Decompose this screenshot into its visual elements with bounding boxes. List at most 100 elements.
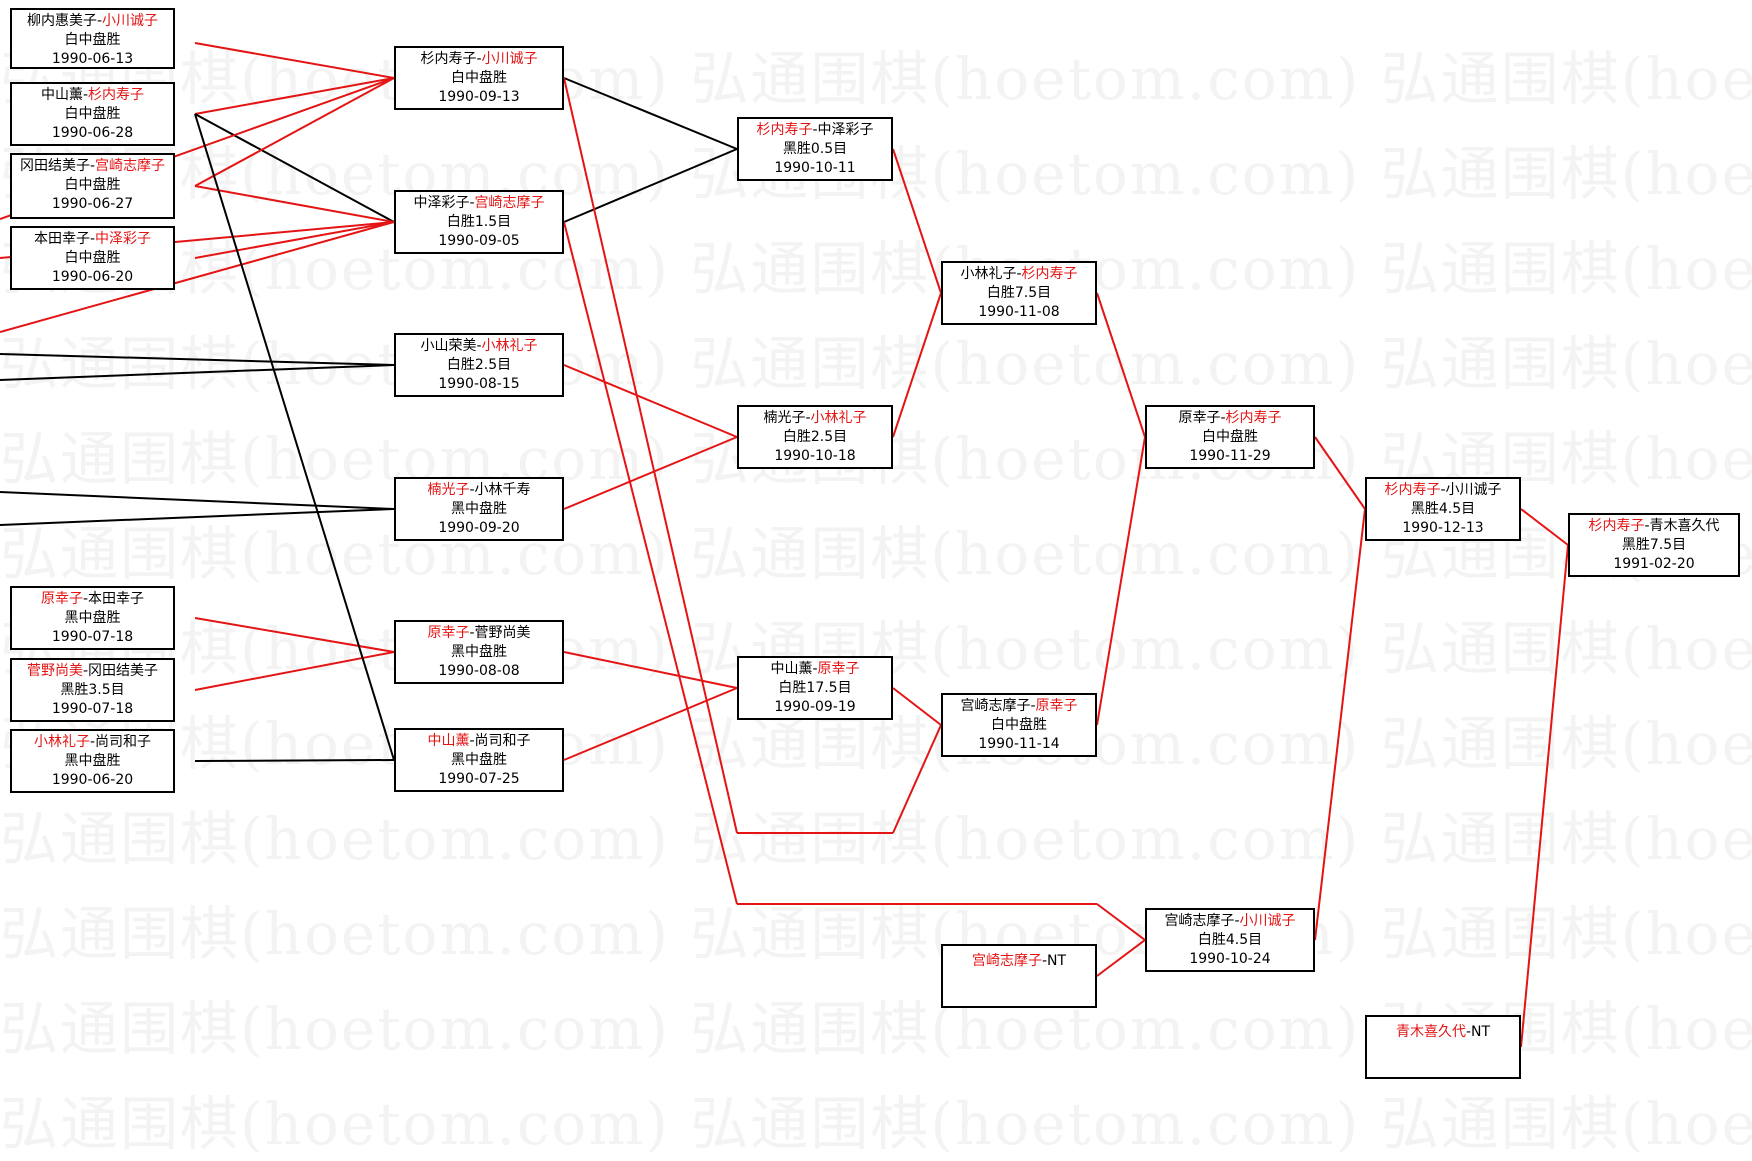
player-two: 杉内寿子 <box>88 87 145 103</box>
player-two: 尚司和子 <box>474 733 531 749</box>
match-players: 杉内寿子-小川诚子 <box>1384 482 1502 498</box>
player-two: 中泽彩子 <box>95 231 152 247</box>
player-two: 菅野尚美 <box>474 625 531 641</box>
player-one: 小山荣美 <box>420 338 477 354</box>
match-result: 白胜4.5目 <box>1197 932 1263 948</box>
match-players: 柳内惠美子-小川诚子 <box>26 13 159 29</box>
loser-connector <box>194 113 395 223</box>
match-box-r2-4: 楠光子-小林千寿黑中盘胜 1990-09-20 <box>394 477 564 541</box>
match-result: 黑中盘胜 <box>451 501 507 517</box>
winner-connector <box>194 42 395 79</box>
match-result: 黑中盘胜 <box>64 753 121 769</box>
match-result: 黑胜4.5目 <box>1410 501 1476 517</box>
winner-connector <box>194 185 395 223</box>
winner-connector <box>1520 544 1569 1048</box>
winner-connector <box>1096 939 1146 977</box>
match-players: 小山荣美-小林礼子 <box>420 338 538 354</box>
match-date: 1990-06-28 <box>51 125 134 141</box>
player-one: 小林礼子 <box>33 734 90 750</box>
loser-connector <box>563 77 738 150</box>
match-result: 黑胜7.5目 <box>1621 537 1687 553</box>
player-two: 冈田结美子 <box>88 663 159 679</box>
match-result: 黑胜0.5目 <box>782 141 848 157</box>
match-result: 白中盘胜 <box>64 106 121 122</box>
player-two: 杉内寿子 <box>1225 410 1282 426</box>
match-result: 白胜17.5目 <box>778 680 852 696</box>
match-result: 白中盘胜 <box>991 717 1047 733</box>
player-two: 小林礼子 <box>481 338 538 354</box>
winner-connector <box>563 651 738 689</box>
player-one: 中泽彩子 <box>413 195 470 211</box>
match-date: 1990-06-20 <box>51 772 134 788</box>
match-box-r4-3: 宫崎志摩子-NT <box>941 944 1097 1008</box>
match-players: 楠光子-小林千寿 <box>427 482 531 498</box>
bracket-lines <box>0 42 1569 1048</box>
match-result: 黑中盘胜 <box>64 610 121 626</box>
player-two: 青木喜久代 <box>1649 518 1720 534</box>
match-result: 白中盘胜 <box>1202 429 1258 445</box>
player-one: 菅野尚美 <box>26 663 83 679</box>
winner-connector <box>892 687 942 726</box>
player-two: 小林千寿 <box>474 482 531 498</box>
match-date: 1990-11-29 <box>1189 448 1271 464</box>
tournament-bracket: 弘通围棋(hoetom.com) 弘通围棋(hoetom.com) 弘通围棋(h… <box>0 8 1752 1158</box>
winner-connector <box>194 651 395 691</box>
player-one: 中山薰 <box>770 661 813 677</box>
match-players: 宫崎志摩子-小川诚子 <box>1164 913 1296 929</box>
watermark-row: 弘通围棋(hoetom.com) 弘通围棋(hoetom.com) 弘通围棋(h… <box>0 900 1752 968</box>
match-players: 本田幸子-中泽彩子 <box>33 231 152 247</box>
winner-connector <box>892 292 942 438</box>
watermark-row: 弘通围棋(hoetom.com) 弘通围棋(hoetom.com) 弘通围棋(h… <box>0 45 1752 113</box>
player-one: 中山薰 <box>40 87 83 103</box>
winner-connector <box>563 77 738 834</box>
player-one: 青木喜久代 <box>1395 1024 1466 1040</box>
player-one: 冈田结美子 <box>19 158 90 174</box>
player-one: 杉内寿子 <box>420 51 477 67</box>
player-two: 原幸子 <box>1035 698 1078 714</box>
winner-connector <box>194 617 395 653</box>
match-players: 杉内寿子-青木喜久代 <box>1588 518 1720 534</box>
watermark-row: 弘通围棋(hoetom.com) 弘通围棋(hoetom.com) 弘通围棋(h… <box>0 805 1752 873</box>
match-date: 1990-09-20 <box>438 520 520 536</box>
match-players: 楠光子-小林礼子 <box>763 410 867 426</box>
match-result: 白中盘胜 <box>64 32 121 48</box>
winner-connector <box>194 221 395 259</box>
winner-connector <box>1314 436 1366 510</box>
loser-connector <box>0 364 395 381</box>
player-two: 小林礼子 <box>810 410 867 426</box>
player-one: 本田幸子 <box>33 231 90 247</box>
winner-connector <box>563 687 738 761</box>
winner-connector <box>892 724 942 834</box>
winner-connector <box>563 436 738 510</box>
match-result: 黑中盘胜 <box>451 644 507 660</box>
match-players: 中山薰-杉内寿子 <box>40 87 145 103</box>
match-result: 白胜2.5目 <box>782 429 848 445</box>
match-date: 1990-08-08 <box>438 663 520 679</box>
player-one: 原幸子 <box>427 625 470 641</box>
loser-connector <box>563 148 738 223</box>
match-result: 白中盘胜 <box>451 70 507 86</box>
match-date: 1990-08-15 <box>438 376 520 392</box>
player-two: 杉内寿子 <box>1021 266 1078 282</box>
match-players: 中山薰-原幸子 <box>770 661 860 677</box>
winner-connector <box>1096 436 1146 726</box>
loser-connector <box>194 759 395 762</box>
match-date: 1990-11-08 <box>978 304 1060 320</box>
winner-connector <box>194 77 395 115</box>
match-date: 1990-07-18 <box>51 629 134 645</box>
loser-connector <box>194 113 395 761</box>
match-date: 1990-06-20 <box>51 269 134 285</box>
player-one: 柳内惠美子 <box>26 13 97 29</box>
match-players: 杉内寿子-小川诚子 <box>420 51 538 67</box>
winner-connector <box>1096 903 1146 941</box>
match-date: 1990-07-18 <box>51 701 134 717</box>
player-one: 楠光子 <box>763 410 806 426</box>
